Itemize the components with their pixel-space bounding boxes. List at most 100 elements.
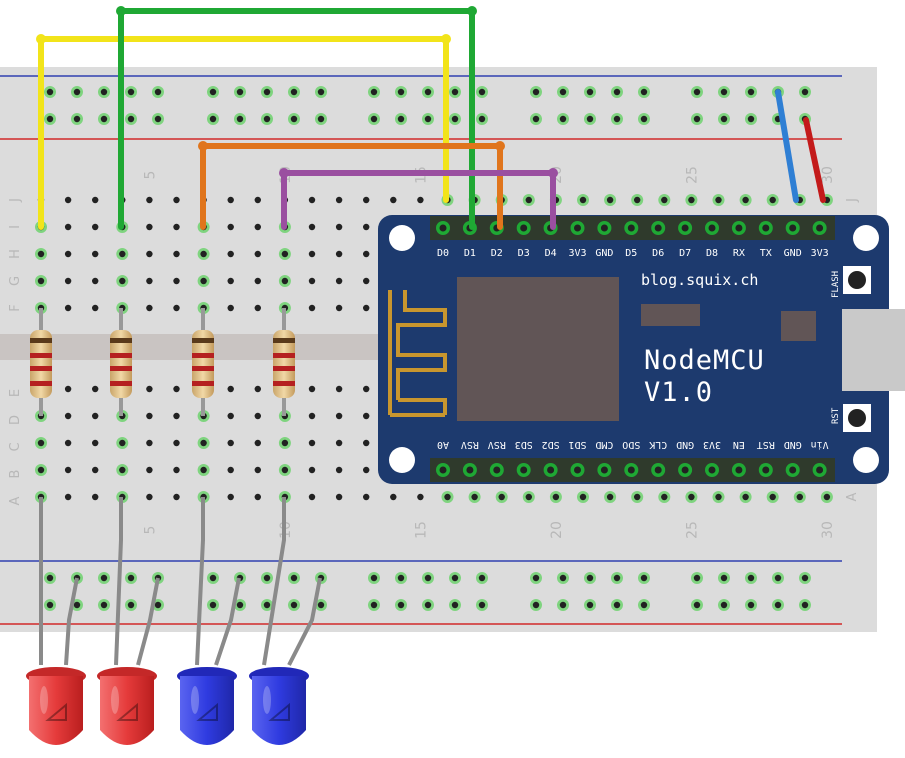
header-pin-top [597, 221, 612, 235]
breadboard-hole [766, 194, 779, 206]
breadboard-hole [227, 277, 234, 285]
rail-hole [718, 86, 730, 98]
breadboard-hole [278, 464, 291, 476]
rail-hole [288, 599, 300, 611]
breadboard-hole [64, 277, 72, 285]
breadboard-hole [254, 439, 261, 447]
usb-chip [781, 311, 816, 341]
led-leg-pair [262, 497, 322, 666]
breadboard-hole [173, 196, 180, 204]
pin-label-top: RX [733, 248, 745, 259]
rail-hole [638, 599, 650, 611]
breadboard-hole [64, 304, 72, 312]
rail-hole [44, 599, 56, 611]
rail-hole [745, 86, 757, 98]
rail-hole [530, 113, 542, 125]
breadboard-hole [64, 250, 72, 258]
header-pin-top [624, 221, 639, 235]
breadboard-hole [254, 277, 261, 285]
rail-hole [422, 113, 434, 125]
header-pin-bottom [516, 463, 531, 477]
header-pin-top [785, 221, 800, 235]
breadboard-hole [254, 223, 261, 231]
rail-hole [449, 599, 461, 611]
breadboard-hole [577, 194, 589, 206]
rail-hole [718, 113, 730, 125]
rail-hole [557, 86, 569, 98]
breadboard-hole [335, 439, 343, 447]
rail-hole [395, 599, 407, 611]
breadboard-hole [820, 491, 833, 503]
flash-button-cap [848, 271, 866, 289]
rail-hole [638, 86, 650, 98]
rail-hole [261, 86, 273, 98]
board-name-line2: V1.0 [644, 377, 713, 408]
breadboard-hole [363, 385, 370, 393]
pin-label-top: D5 [625, 248, 637, 259]
rail-hole [584, 113, 596, 125]
usb-connector [842, 309, 905, 391]
header-pin-bottom [651, 463, 666, 477]
rail-hole [691, 599, 703, 611]
rail-hole [125, 86, 137, 98]
row-letter: I [8, 225, 23, 229]
breadboard-hole [116, 464, 129, 476]
rail-hole [476, 572, 488, 584]
column-number-bottom: 5 [142, 526, 158, 535]
rail-hole [611, 86, 623, 98]
header-pin-bottom [624, 463, 639, 477]
breadboard-labels: 5101520253051015202530JIHGFEDCBAJA [8, 166, 860, 539]
breadboard-hole [254, 412, 261, 420]
column-number-top: 25 [684, 166, 700, 184]
breadboard-hole [658, 491, 671, 503]
pin-label-top: D6 [652, 248, 664, 259]
pin-label-bottom: GND [784, 439, 802, 450]
flash-label: FLASH [831, 271, 841, 298]
breadboard-hole [92, 493, 99, 501]
rail-hole [98, 599, 110, 611]
breadboard-hole [549, 491, 562, 503]
led-red [97, 667, 157, 745]
breadboard-hole [363, 466, 370, 474]
breadboard-hole [92, 466, 99, 474]
breadboard-hole [173, 466, 180, 474]
breadboard-hole [92, 385, 99, 393]
column-number-bottom: 25 [684, 521, 700, 539]
rail-hole [718, 572, 730, 584]
rail-hole [395, 113, 407, 125]
rail-hole [557, 113, 569, 125]
header-pin-bottom [731, 463, 746, 477]
breadboard-hole [173, 493, 180, 501]
breadboard-hole [254, 250, 261, 258]
rail-hole [44, 572, 56, 584]
header-pin-top [678, 221, 693, 235]
rail-hole [422, 572, 434, 584]
rail-hole [745, 572, 757, 584]
breadboard-hole [146, 385, 153, 393]
wire-purple [281, 170, 556, 230]
breadboard-hole [712, 194, 725, 206]
rail-hole [584, 86, 596, 98]
breadboard-hole [335, 412, 343, 420]
row-letter: A [8, 496, 23, 505]
rail-hole [395, 572, 407, 584]
rail-hole [368, 113, 380, 125]
rail-hole [368, 599, 380, 611]
breadboard-hole [197, 275, 210, 287]
rail-hole [152, 86, 164, 98]
breadboard-hole [92, 439, 99, 447]
resistor [192, 308, 214, 416]
rail-hole [476, 599, 488, 611]
row-letter: G [8, 276, 23, 286]
breadboard-hole [146, 439, 153, 447]
header-pin-bottom [678, 463, 693, 477]
breadboard-hole [146, 493, 153, 501]
rail-hole [772, 572, 784, 584]
rail-hole [261, 572, 273, 584]
breadboard-hole [92, 223, 99, 231]
breadboard-hole [64, 439, 72, 447]
resistors [30, 308, 295, 416]
pin-label-bottom: SD2 [542, 439, 560, 450]
breadboard-hole [335, 196, 343, 204]
